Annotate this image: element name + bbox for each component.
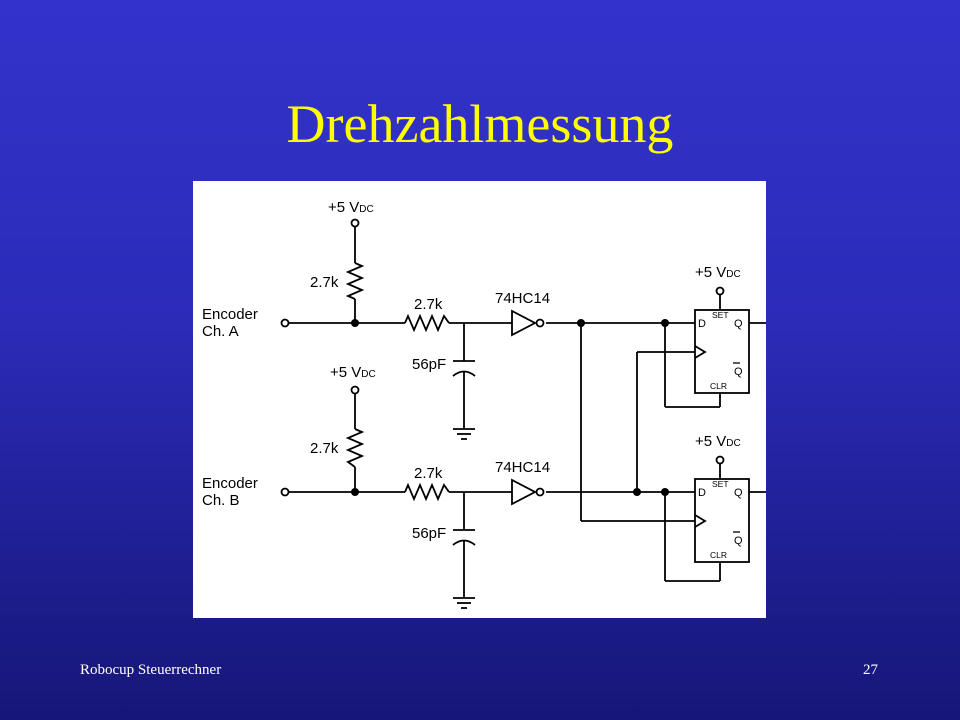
supply-label-b: +5 VDC [330,364,376,381]
supply-terminal-a [350,218,360,228]
ground-symbol-a [453,428,475,440]
ground-symbol-b [453,597,475,609]
junction-dot [633,488,641,496]
circuit-diagram: +5 VDC 2.7k Encoder Ch. A 2.7k 74HC14 56… [193,181,766,618]
wires [288,227,766,598]
ff2-supply-label: +5 VDC [695,433,741,450]
encoder-label-b-line1: Encoder [202,475,258,492]
ff1-q-label: Q [734,318,743,330]
pullup-resistor-b [345,428,365,468]
ff1-qbar-label: Q [734,366,743,378]
ff1-supply-label: +5 VDC [695,264,741,281]
pullup-resistor-a [345,262,365,300]
pullup-label-a: 2.7k [310,274,339,291]
encoder-label-a-line1: Encoder [202,306,258,323]
inverter-gate-b [511,478,537,506]
encoder-label-b-line2: Ch. B [202,492,240,509]
inverter-bubble-a [535,318,545,328]
cap-label-b: 56pF [412,525,446,542]
ff2-q-label: Q [734,487,743,499]
inverter-bubble-b [535,487,545,497]
ff1-clr-label: CLR [710,381,727,391]
supply-terminal-ff1 [715,286,725,296]
series-resistor-b [404,482,450,502]
gate-label-b: 74HC14 [495,459,550,476]
ff2-set-label: SET [712,479,729,489]
supply-terminal-b [350,385,360,395]
inverter-gate-a [511,309,537,337]
junction-dot [351,488,359,496]
ff1-set-label: SET [712,310,729,320]
flipflop-2-clock [694,514,707,528]
gate-label-a: 74HC14 [495,290,550,307]
encoder-label-a-line2: Ch. A [202,323,239,340]
slide-title: Drehzahlmessung [286,94,674,154]
junction-dot [577,319,585,327]
supply-label-a: +5 VDC [328,199,374,216]
junction-dot [661,488,669,496]
footer-title: Robocup Steuerrechner [80,662,222,678]
series-resistor-label-b: 2.7k [414,465,443,482]
circuit-schematic: +5 VDC 2.7k Encoder Ch. A 2.7k 74HC14 56… [202,199,766,609]
junction-dot [661,319,669,327]
supply-terminal-ff2 [715,455,725,465]
cap-label-a: 56pF [412,356,446,373]
encoder-terminal-a [280,318,290,328]
series-resistor-a [404,313,450,333]
flipflop-1-clock [694,345,707,359]
capacitor-a [452,360,476,377]
series-resistor-label-a: 2.7k [414,296,443,313]
capacitor-b [452,529,476,546]
page-number: 27 [863,662,878,678]
ff1-d-label: D [698,318,706,330]
ff2-d-label: D [698,487,706,499]
ff2-clr-label: CLR [710,550,727,560]
ff2-qbar-label: Q [734,535,743,547]
junction-dot [351,319,359,327]
pullup-label-b: 2.7k [310,440,339,457]
encoder-terminal-b [280,487,290,497]
